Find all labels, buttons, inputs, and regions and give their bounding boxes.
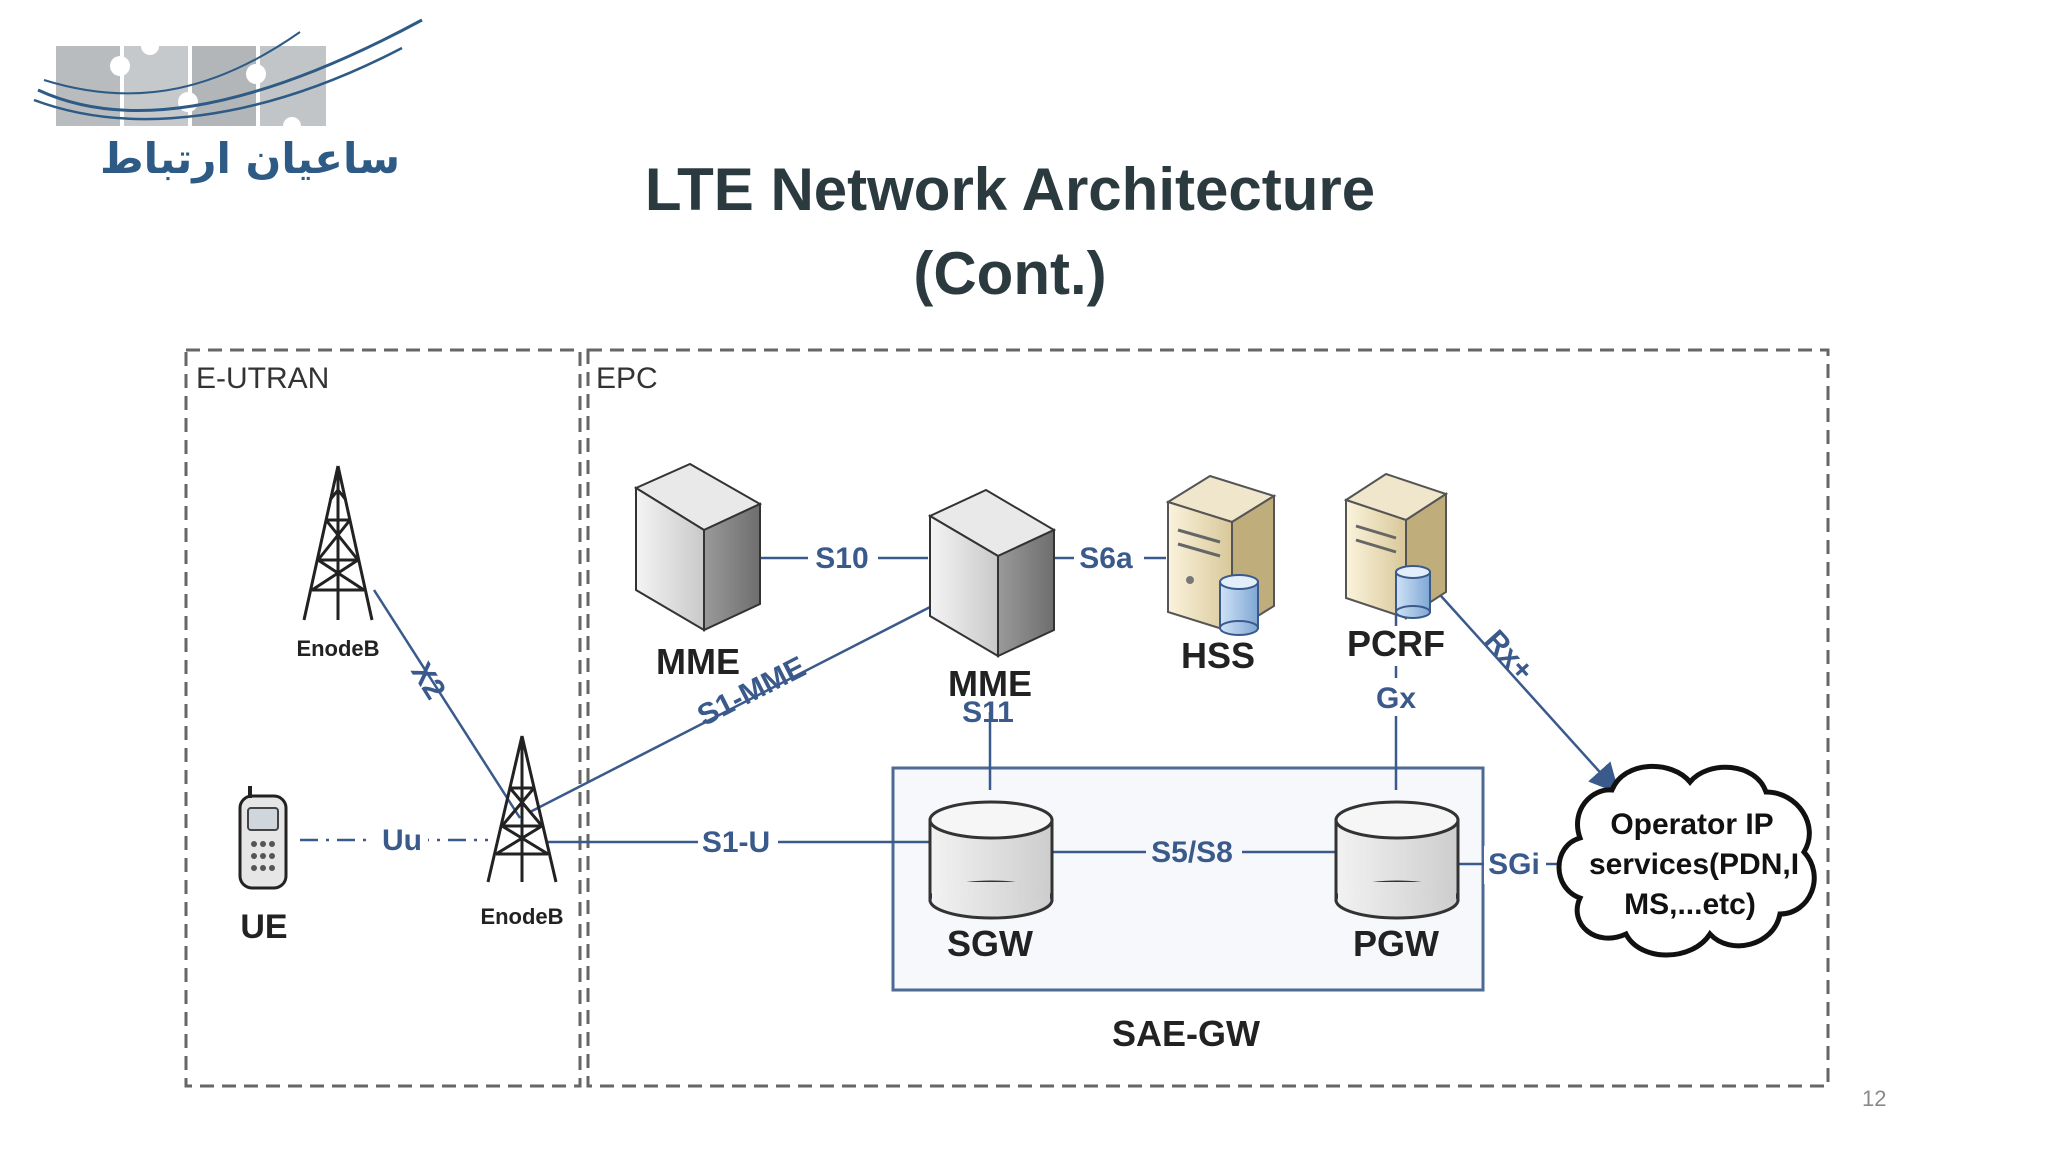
pgw-cylinder-icon — [1334, 800, 1460, 920]
hss-server-icon — [1165, 474, 1277, 636]
page-number: 12 — [1862, 1086, 1887, 1111]
eutran-region — [184, 348, 582, 1088]
enodeb-bottom-label: EnodeB — [480, 904, 563, 929]
slide-title-line-2: (Cont.) — [913, 240, 1107, 307]
gx-label: Gx — [1376, 682, 1416, 715]
logo-text: ساعیان ارتباط — [100, 134, 401, 183]
hss-label: HSS — [1181, 635, 1255, 676]
slide-title-line-1: LTE Network Architecture — [644, 156, 1376, 223]
epc-label: EPC — [596, 362, 658, 395]
enodeb-tower-icon — [486, 735, 558, 883]
s1-u-label: S1-U — [702, 826, 770, 859]
operator-label-line-2: services(PDN,I — [1589, 848, 1799, 881]
sgi-label: SGi — [1488, 848, 1540, 881]
rx-link — [1431, 585, 1620, 794]
mme-left-label: MME — [656, 641, 740, 682]
x2-link — [372, 589, 522, 819]
s5s8-label: S5/S8 — [1151, 836, 1233, 869]
sae-gw-label: SAE-GW — [1112, 1013, 1260, 1054]
mme-server-icon — [633, 462, 763, 632]
uu-label: Uu — [382, 824, 422, 857]
enodeb-top-label: EnodeB — [296, 636, 379, 661]
company-logo — [33, 18, 423, 135]
operator-label-line-1: Operator IP — [1610, 808, 1773, 841]
sgw-cylinder-icon — [928, 800, 1054, 920]
pcrf-server-icon — [1343, 472, 1449, 620]
mme-right-label: MME — [948, 663, 1032, 704]
mme-server-icon — [927, 488, 1057, 658]
s6a-label: S6a — [1079, 542, 1133, 575]
eutran-label: E-UTRAN — [196, 362, 329, 395]
rx-label: Rx+ — [1478, 624, 1540, 688]
cloud-icon — [1556, 763, 1817, 958]
x2-label: X2 — [404, 657, 451, 706]
operator-label-line-3: MS,...etc) — [1624, 888, 1756, 921]
s1-mme-link — [529, 602, 937, 814]
mobile-phone-icon — [238, 786, 288, 890]
puzzle-logo-icon — [33, 18, 423, 135]
pgw-label: PGW — [1353, 923, 1439, 964]
enodeb-tower-icon — [302, 465, 374, 621]
ue-label: UE — [240, 908, 287, 946]
s11-label: S11 — [962, 696, 1014, 729]
sgw-label: SGW — [947, 923, 1033, 964]
s10-label: S10 — [815, 542, 868, 575]
epc-region — [586, 348, 1830, 1088]
pcrf-label: PCRF — [1347, 623, 1445, 664]
